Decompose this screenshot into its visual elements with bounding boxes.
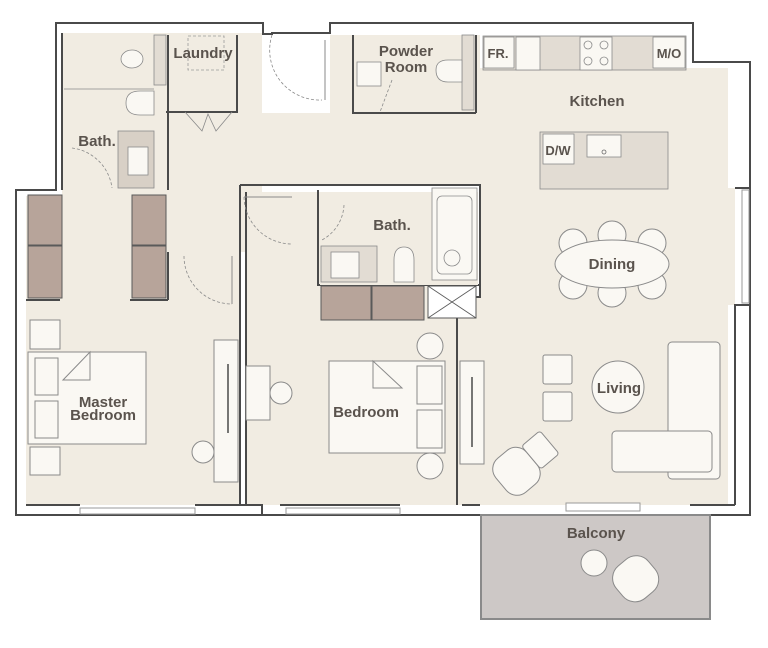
kitchen-island (539, 131, 669, 190)
label-fridge: FR. (488, 46, 509, 61)
kitchen-counter (482, 35, 687, 71)
label-master-bedroom-1: Master (79, 394, 128, 411)
closets-bedroom (320, 285, 477, 321)
interior-walls (26, 33, 750, 515)
bath-second (320, 187, 478, 285)
laundry-area (172, 35, 236, 132)
label-laundry: Laundry (173, 45, 233, 62)
label-microwave: M/O (657, 46, 682, 61)
label-master-bedroom-2: Bedroom (70, 407, 136, 424)
powder-room (355, 34, 475, 112)
label-powder-room-1: Powder (379, 43, 433, 60)
label-balcony: Balcony (567, 525, 626, 542)
door-leaves (231, 40, 326, 304)
label-bath-second: Bath. (373, 217, 411, 234)
door-swings (183, 34, 393, 305)
cooktop-icon (583, 40, 609, 66)
closets-master (27, 194, 167, 299)
label-kitchen: Kitchen (569, 93, 624, 110)
label-dishwasher: D/W (545, 143, 571, 158)
label-bedroom: Bedroom (333, 404, 399, 421)
living-furniture (459, 341, 721, 496)
sink-faucet-icon (601, 149, 607, 155)
bath-master (64, 34, 167, 189)
label-bath-master: Bath. (78, 133, 116, 150)
master-bedroom-furniture (27, 319, 239, 483)
label-powder-room-2: Room (385, 59, 428, 76)
room-labels: Laundry Powder Room Kitchen Bath. Bath. … (70, 43, 681, 542)
dining-set (554, 220, 670, 308)
label-living: Living (597, 380, 641, 397)
label-dining: Dining (589, 256, 636, 273)
windows (79, 189, 750, 515)
balcony-area (480, 514, 711, 620)
bedroom-furniture (245, 332, 446, 480)
